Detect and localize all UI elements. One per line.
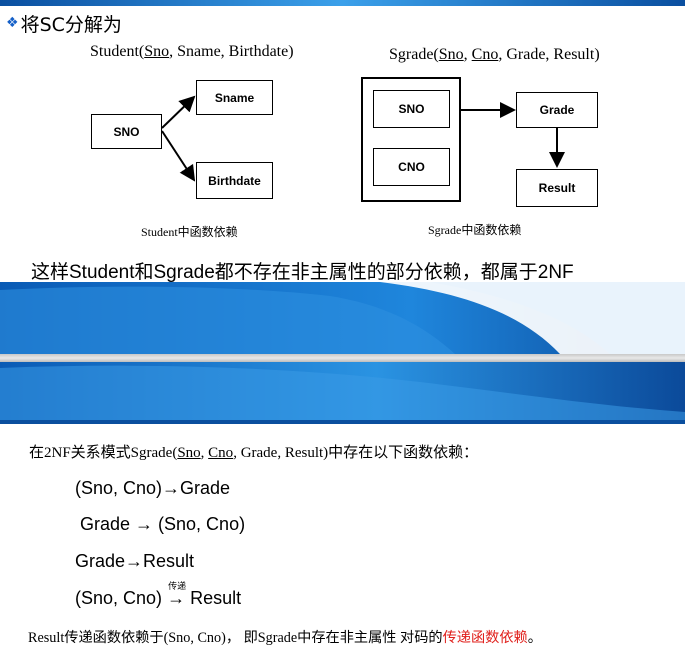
student-schema-name: Student( xyxy=(90,43,145,60)
fd-transitive: (Sno, Cno) 传递 → Result xyxy=(75,581,242,609)
summary-prefix: Result传递函数依赖于(Sno, Cno)， 即Sgrade中存在非主属性 … xyxy=(28,630,443,646)
sgrade-sno-box: SNO xyxy=(373,90,450,128)
intro-prefix: 在2NF关系模式Sgrade( xyxy=(29,445,178,461)
fd-grade-not-to-key: Grade → (Sno, Cno) xyxy=(80,514,246,534)
student-diagram-arrows xyxy=(161,95,565,182)
fd4-right: Result xyxy=(190,588,242,608)
summary-suffix: 。 xyxy=(527,630,542,646)
slide1-conclusion: 这样Student和Sgrade都不存在非主属性的部分依赖，都属于2NF xyxy=(31,262,574,283)
sgrade-diagram-caption: Sgrade中函数依赖 xyxy=(428,223,522,237)
diamond-cluster-icon: ❖ xyxy=(6,15,19,31)
slide-divider xyxy=(0,354,685,362)
fd4-arrow: → xyxy=(167,588,186,608)
slide1-heading: ❖ 将SC分解为 xyxy=(6,10,122,36)
summary-highlight: 传递函数依赖 xyxy=(442,630,528,646)
sgrade-key-group xyxy=(361,77,461,202)
student-birthdate-box: Birthdate xyxy=(196,162,273,199)
sgrade-schema: Sgrade(Sno, Cno, Grade, Result) xyxy=(389,46,600,64)
sgrade-schema-name: Sgrade( xyxy=(389,46,439,63)
student-schema-key: Sno xyxy=(144,43,170,60)
heading-text: 将SC分解为 xyxy=(20,13,122,36)
sgrade-cno-box: CNO xyxy=(373,148,450,186)
intro-suffix: , Grade, Result)中存在以下函数依赖： xyxy=(233,445,479,461)
student-sno-box: SNO xyxy=(91,114,162,149)
sgrade-schema-sep: , xyxy=(463,46,472,63)
student-diagram-caption: Student中函数依赖 xyxy=(141,225,238,239)
intro-key2: Cno xyxy=(208,445,234,461)
student-schema: Student(Sno, Sname, Birthdate) xyxy=(90,43,294,61)
fd4-left: (Sno, Cno) xyxy=(75,588,163,608)
slide2-header-banner xyxy=(0,362,685,424)
intro-sep: , xyxy=(200,445,209,461)
sgrade-schema-key1: Sno xyxy=(438,46,464,63)
sgrade-schema-rest: , Grade, Result) xyxy=(498,46,600,63)
sgrade-grade-box: Grade xyxy=(516,92,598,128)
fd-grade-to-result: Grade→Result xyxy=(75,551,195,571)
slide2-summary: Result传递函数依赖于(Sno, Cno)， 即Sgrade中存在非主属性 … xyxy=(28,627,542,647)
fd-sno-cno-to-grade: (Sno, Cno)→Grade xyxy=(75,478,231,498)
student-schema-rest: , Sname, Birthdate) xyxy=(169,43,294,60)
intro-key1: Sno xyxy=(177,445,201,461)
fd4-label: 传递 xyxy=(168,581,187,591)
sgrade-schema-key2: Cno xyxy=(471,46,499,63)
student-sname-box: Sname xyxy=(196,80,273,115)
slide1-bottom-swoosh xyxy=(0,282,685,354)
slide1-top-bar xyxy=(0,0,685,6)
slide2-intro: 在2NF关系模式Sgrade(Sno, Cno, Grade, Result)中… xyxy=(29,441,478,462)
sgrade-result-box: Result xyxy=(516,169,598,207)
